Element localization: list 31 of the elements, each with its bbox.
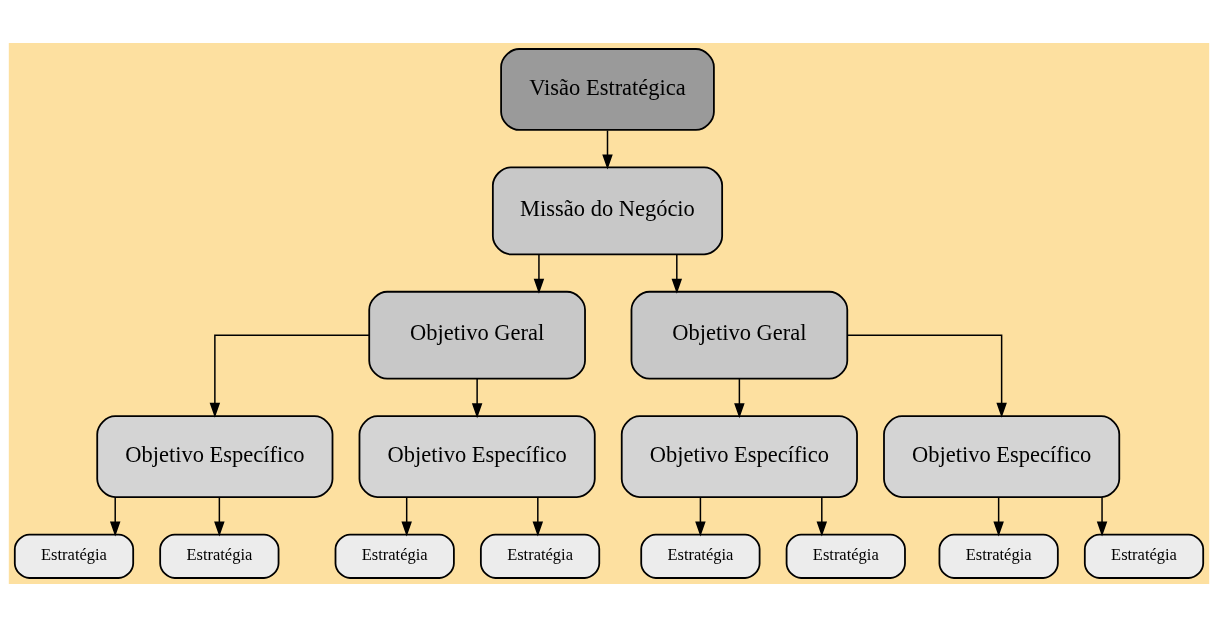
arrow [816,496,828,537]
arrow [471,378,483,419]
node-box: Objetivo Específico [358,415,596,498]
arrow [602,129,613,170]
node-box: Estratégia [640,533,761,579]
node-box: Estratégia [479,533,601,579]
node-box: Estratégia [159,533,280,579]
node-box: Estratégia [938,533,1059,579]
node-box: Objetivo Geral [630,290,849,380]
node-box: Estratégia [13,533,135,579]
arrow [401,496,412,537]
arrow [533,253,545,294]
arrow [209,334,370,418]
arrow [695,496,706,537]
arrow [671,253,683,294]
arrow [1096,496,1108,537]
arrow [109,496,121,537]
arrow [993,496,1004,537]
node-box: Estratégia [785,533,906,579]
node-box: Objetivo Específico [96,415,334,498]
node-box: Estratégia [1083,533,1205,579]
arrow [846,334,1007,418]
node-box: Objetivo Específico [620,415,858,498]
node-box: Estratégia [334,533,455,579]
arrow [532,496,544,537]
node-box: Missão do Negócio [491,166,724,256]
node-box: Visão Estratégica [500,48,715,131]
node-box: Objetivo Geral [368,290,586,380]
arrow [734,378,745,419]
arrow [214,496,225,537]
node-box: Objetivo Específico [883,415,1121,498]
